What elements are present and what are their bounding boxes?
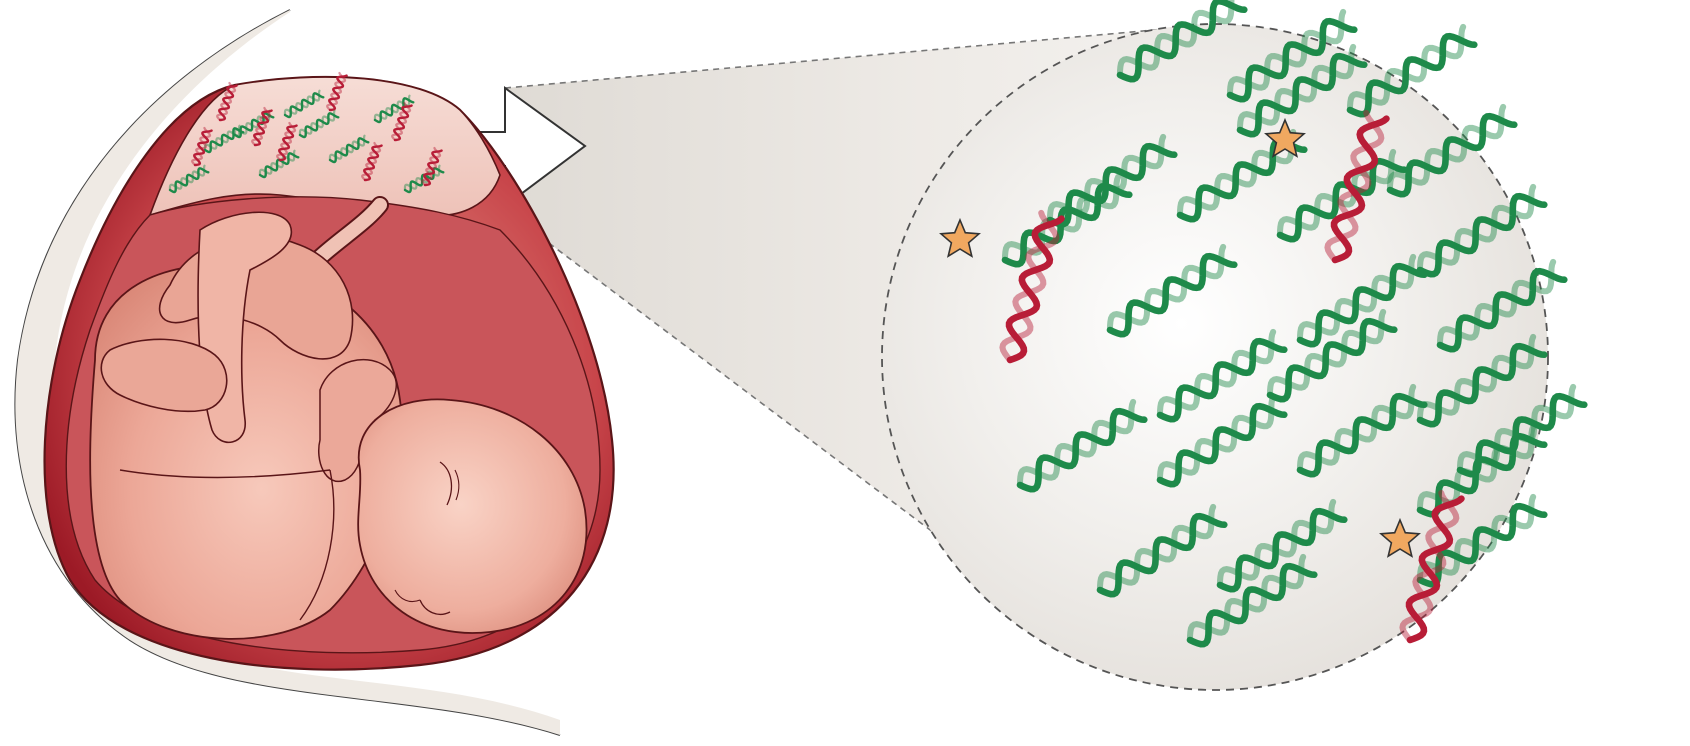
placenta [150, 73, 500, 215]
